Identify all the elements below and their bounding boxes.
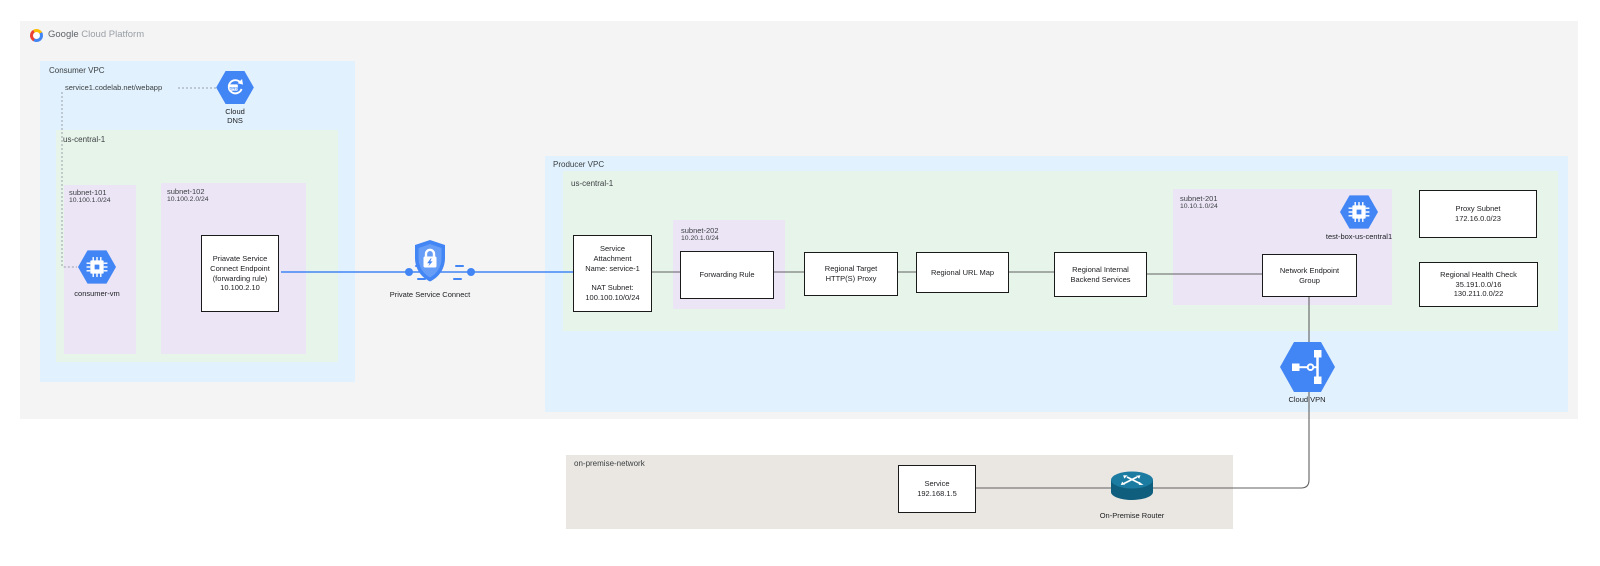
psc-endpoint-node: Priavate Service Connect Endpoint (forwa…	[201, 235, 279, 312]
svg-text:DNS: DNS	[230, 85, 239, 90]
proxy-subnet-node: Proxy Subnet 172.16.0.0/23	[1419, 190, 1537, 238]
private-service-connect-label: Private Service Connect	[389, 290, 471, 299]
subnet-202-cidr: 10.20.1.0/24	[681, 235, 719, 242]
producer-region-title: us-central-1	[571, 179, 614, 188]
regional-url-map-node: Regional URL Map	[916, 252, 1009, 293]
consumer-region-title: us-central-1	[63, 135, 106, 144]
on-premise-network-title: on-premise-network	[574, 459, 645, 468]
subnet-102-label: subnet-102 10.100.2.0/24	[167, 187, 209, 204]
subnet-101-cidr: 10.100.1.0/24	[69, 197, 111, 204]
consumer-vm-label: consumer-vm	[74, 289, 120, 298]
subnet-202-name: subnet-202	[681, 226, 719, 235]
private-service-connect-icon	[415, 240, 445, 282]
regional-target-proxy-node: Regional Target HTTP(S) Proxy	[804, 252, 898, 296]
gcp-header-title: Google Cloud Platform	[48, 29, 144, 40]
subnet-201-cidr: 10.10.1.0/24	[1180, 203, 1218, 210]
consumer-vpc-title: Consumer VPC	[49, 66, 105, 75]
gcp-brand-secondary: Cloud Platform	[81, 29, 145, 40]
subnet-102-name: subnet-102	[167, 187, 205, 196]
subnet-201-label: subnet-201 10.10.1.0/24	[1180, 194, 1218, 211]
test-box-label: test-box-us-central1	[1325, 232, 1393, 241]
subnet-102-cidr: 10.100.2.0/24	[167, 196, 209, 203]
dns-record-text: service1.codelab.net/webapp	[65, 83, 163, 92]
consumer-vm-icon	[78, 250, 116, 284]
regional-backend-services-node: Regional Internal Backend Services	[1054, 252, 1147, 297]
producer-vpc-title: Producer VPC	[553, 160, 605, 169]
gcp-brand: Google	[48, 29, 79, 40]
cloud-dns-label: Cloud DNS	[225, 107, 245, 125]
regional-health-check-node: Regional Health Check 35.191.0.0/16 130.…	[1419, 262, 1538, 307]
on-premise-router-label: On-Premise Router	[1099, 511, 1165, 520]
subnet-201-name: subnet-201	[1180, 194, 1218, 203]
gcp-logo-icon	[30, 29, 43, 42]
network-endpoint-group-node: Network Endpoint Group	[1262, 254, 1357, 297]
service-attachment-node: Service Attachment Name: service-1 NAT S…	[573, 235, 652, 312]
forwarding-rule-node: Forwarding Rule	[680, 251, 774, 299]
cloud-vpn-icon	[1280, 342, 1335, 392]
on-premise-router-icon	[1111, 471, 1153, 500]
test-box-vm-icon	[1340, 195, 1378, 229]
cloud-vpn-label: Cloud VPN	[1288, 395, 1326, 404]
on-premise-service-node: Service 192.168.1.5	[898, 465, 976, 513]
subnet-101-label: subnet-101 10.100.1.0/24	[69, 188, 111, 205]
subnet-202-label: subnet-202 10.20.1.0/24	[681, 226, 719, 243]
cloud-dns-icon: DNS	[216, 71, 254, 104]
subnet-101-name: subnet-101	[69, 188, 107, 197]
